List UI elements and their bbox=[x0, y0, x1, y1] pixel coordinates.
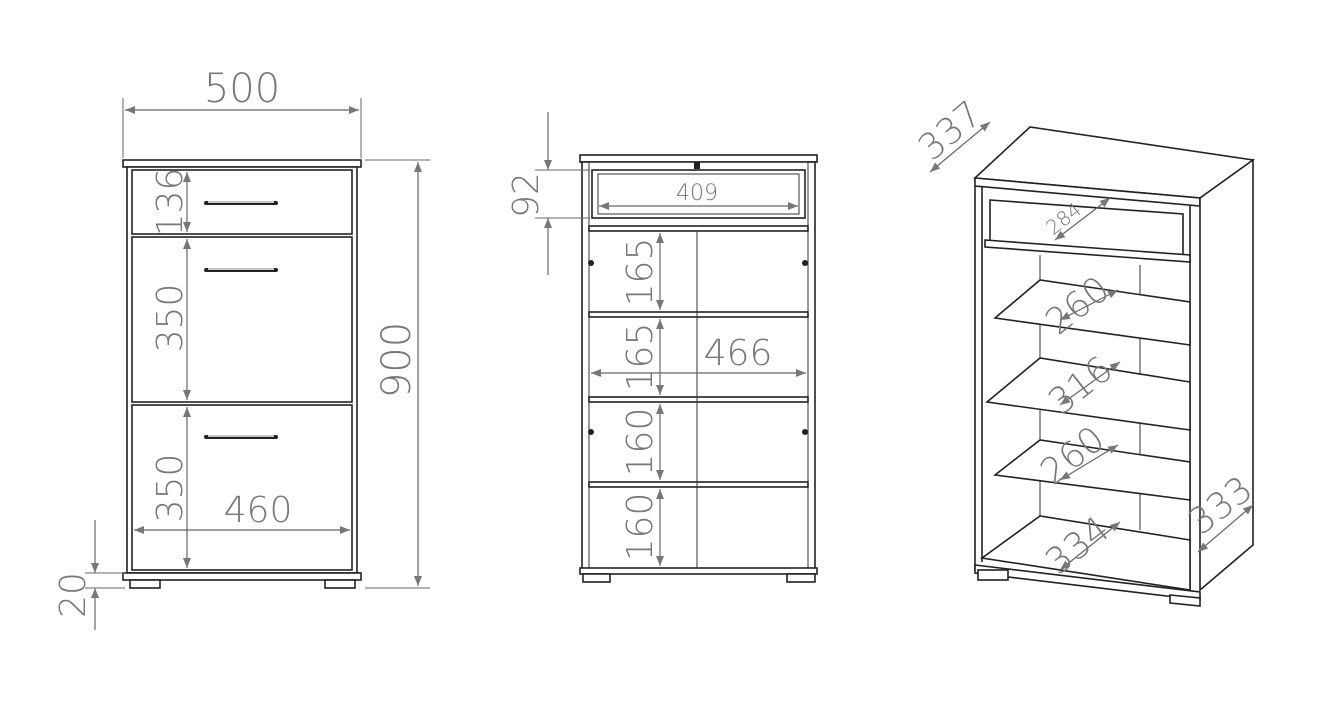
iso-view: 337 284 260 316 260 334 333 bbox=[911, 93, 1261, 607]
dim-door2: 350 bbox=[150, 454, 191, 523]
door-upper bbox=[131, 236, 353, 403]
open-view: 92 409 165 165 160 160 466 bbox=[506, 112, 818, 583]
front-view: 500 900 136 350 350 460 20 bbox=[53, 66, 430, 630]
dim-plinth: 20 bbox=[53, 572, 94, 618]
dim-inner-width: 460 bbox=[224, 490, 293, 531]
dim-door1: 350 bbox=[150, 284, 191, 353]
dim-drawer-inner: 409 bbox=[676, 181, 718, 206]
dim-comp4: 160 bbox=[620, 493, 661, 562]
drawer-box bbox=[591, 169, 806, 219]
dim-comp1: 165 bbox=[620, 238, 661, 307]
dim-comp3: 160 bbox=[620, 408, 661, 477]
dim-drawer-front: 92 bbox=[506, 172, 547, 218]
dim-height: 900 bbox=[374, 322, 420, 398]
dim-drawer: 136 bbox=[150, 168, 191, 237]
dim-depth: 337 bbox=[911, 93, 990, 169]
dim-inner-width: 466 bbox=[704, 333, 773, 374]
dim-comp2: 165 bbox=[620, 323, 661, 392]
dim-width: 500 bbox=[204, 66, 280, 112]
door-lower bbox=[131, 404, 353, 571]
